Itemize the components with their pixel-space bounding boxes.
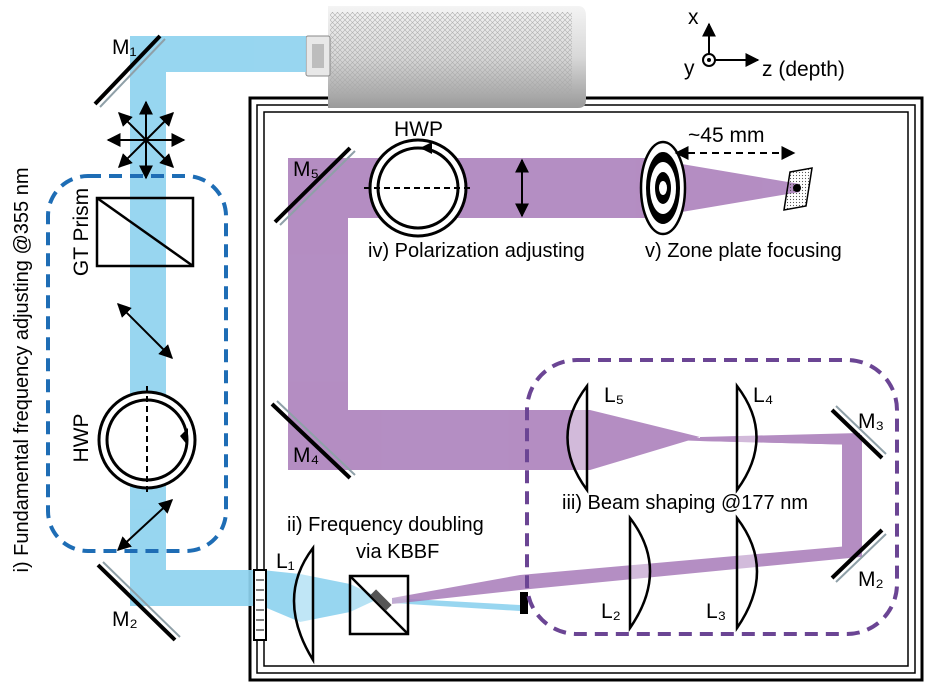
mirror-m2-label: M₂ [112,608,138,631]
lens-l5 [566,382,589,494]
section-iii-title: iii) Beam shaping @177 nm [562,492,808,514]
adjustment-arrows-icon [106,100,186,180]
axis-x-label: x [688,6,699,29]
lens-l1 [292,544,315,665]
lens-l5-label: L₅ [604,384,624,407]
section-i-box [46,174,228,553]
distance-label: ~45 mm [688,124,764,147]
coordinate-system [702,22,760,67]
lens-l1-label: L₁ [276,550,295,573]
sample [783,167,813,211]
mirror-m3-label: M₃ [858,410,884,433]
mirror-m1 [93,34,166,108]
mirror-m2-right [830,528,887,583]
axis-y-label: y [684,57,695,80]
mirror-m3 [830,405,887,460]
section-v-title: v) Zone plate focusing [645,240,842,262]
lens-l3 [735,514,759,633]
input-window [253,569,267,641]
gt-prism-label: GT Prism [70,188,93,276]
lens-l2-label: L₂ [601,600,621,623]
hwp-top [364,138,472,238]
kbbf-crystal [348,574,410,636]
hwp-top-label: HWP [394,118,443,141]
gt-prism [95,196,195,268]
section-iii-box [525,358,899,636]
mirror-m2-right-label: M₂ [858,568,884,591]
section-ii-title-line2: via KBBF [356,541,439,563]
mirror-m5-label: M₅ [293,158,319,181]
mirror-m4-label: M₄ [293,444,319,467]
lens-l3-label: L₃ [706,600,726,623]
section-iv-title: iv) Polarization adjusting [368,240,585,262]
zone-plate [639,140,687,236]
mirror-m2 [96,561,181,642]
vuv-beam [288,158,862,604]
lens-l4-label: L₄ [753,384,773,407]
axis-z-label: z (depth) [762,58,845,81]
hwp-left [97,386,197,494]
mirror-m5 [273,146,356,226]
laser-head [305,6,586,108]
lens-l2 [628,514,652,633]
section-ii-title-line1: ii) Frequency doubling [287,514,484,536]
mirror-m1-label: M₁ [112,36,137,59]
hwp-left-label: HWP [70,414,93,463]
beam-block [520,592,528,614]
polarization-arrow-lower [116,499,174,551]
lens-l4 [735,382,758,494]
mirror-m4 [270,400,356,480]
polarization-arrow-upper [117,303,173,359]
section-i-title: i) Fundamental frequency adjusting @355 … [11,168,33,573]
